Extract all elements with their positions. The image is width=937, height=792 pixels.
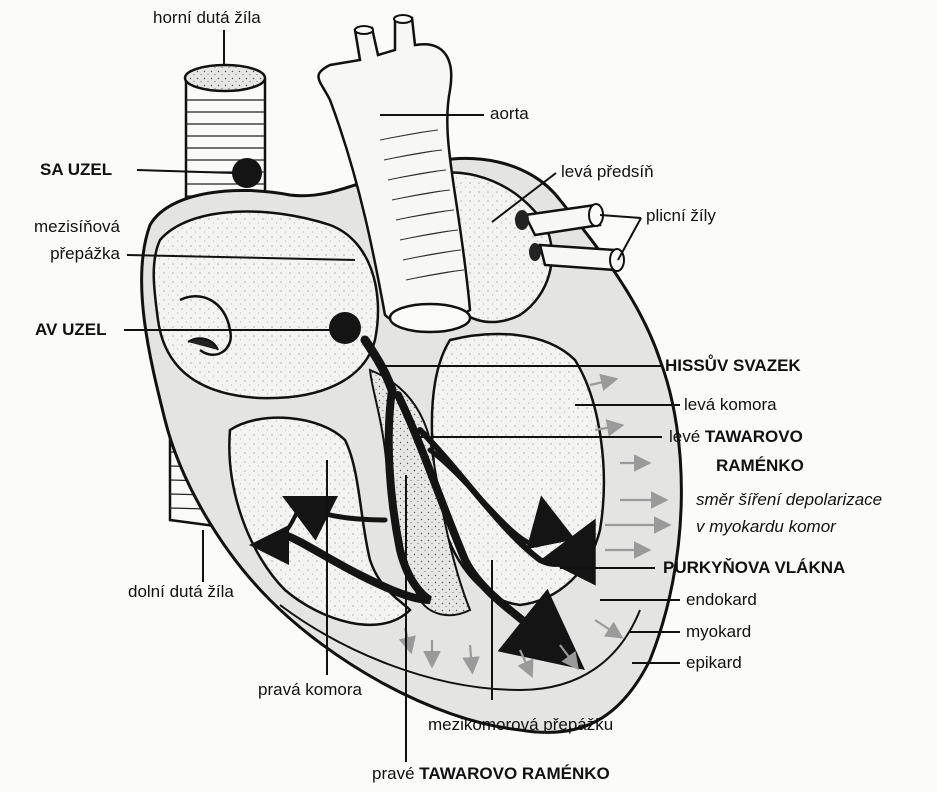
label-his-bundle: HISSŮV SVAZEK [665, 356, 801, 376]
label-left-atrium: levá předsíň [561, 162, 654, 182]
label-atrial-septum-line1: mezisíňová [10, 217, 120, 237]
label-sa-node: SA UZEL [40, 160, 112, 180]
label-aorta: aorta [490, 104, 529, 124]
label-left-bundle-line1: levé TAWAROVO [669, 427, 803, 447]
label-right-bundle-name: TAWAROVO RAMÉNKO [419, 764, 609, 783]
label-left-ventricle: levá komora [684, 395, 777, 415]
label-right-bundle: pravé TAWAROVO RAMÉNKO [372, 764, 610, 784]
label-depolarization-line1: směr šíření depolarizace [696, 490, 882, 510]
av-node [329, 312, 361, 344]
label-purkinje-fibers: PURKYŇOVA VLÁKNA [663, 558, 845, 578]
label-myocardium: myokard [686, 622, 751, 642]
label-left-bundle-line2: RAMÉNKO [716, 456, 804, 476]
label-interventricular-septum: mezikomorová přepážku [428, 715, 613, 735]
label-left-bundle-prefix: levé [669, 427, 700, 446]
label-epicardium: epikard [686, 653, 742, 673]
label-right-ventricle: pravá komora [258, 680, 362, 700]
right-atrium [154, 211, 378, 398]
label-depolarization-line2: v myokardu komor [696, 517, 836, 537]
label-inferior-vena-cava: dolní dutá žíla [128, 582, 234, 602]
label-endocardium: endokard [686, 590, 757, 610]
label-atrial-septum-line2: přepážka [10, 244, 120, 264]
label-av-node: AV UZEL [35, 320, 106, 340]
sa-node [232, 158, 262, 188]
label-left-bundle-name: TAWAROVO [705, 427, 803, 446]
label-pulmonary-veins: plicní žíly [646, 206, 716, 226]
label-right-bundle-prefix: pravé [372, 764, 415, 783]
label-superior-vena-cava: horní dutá žíla [153, 8, 261, 28]
